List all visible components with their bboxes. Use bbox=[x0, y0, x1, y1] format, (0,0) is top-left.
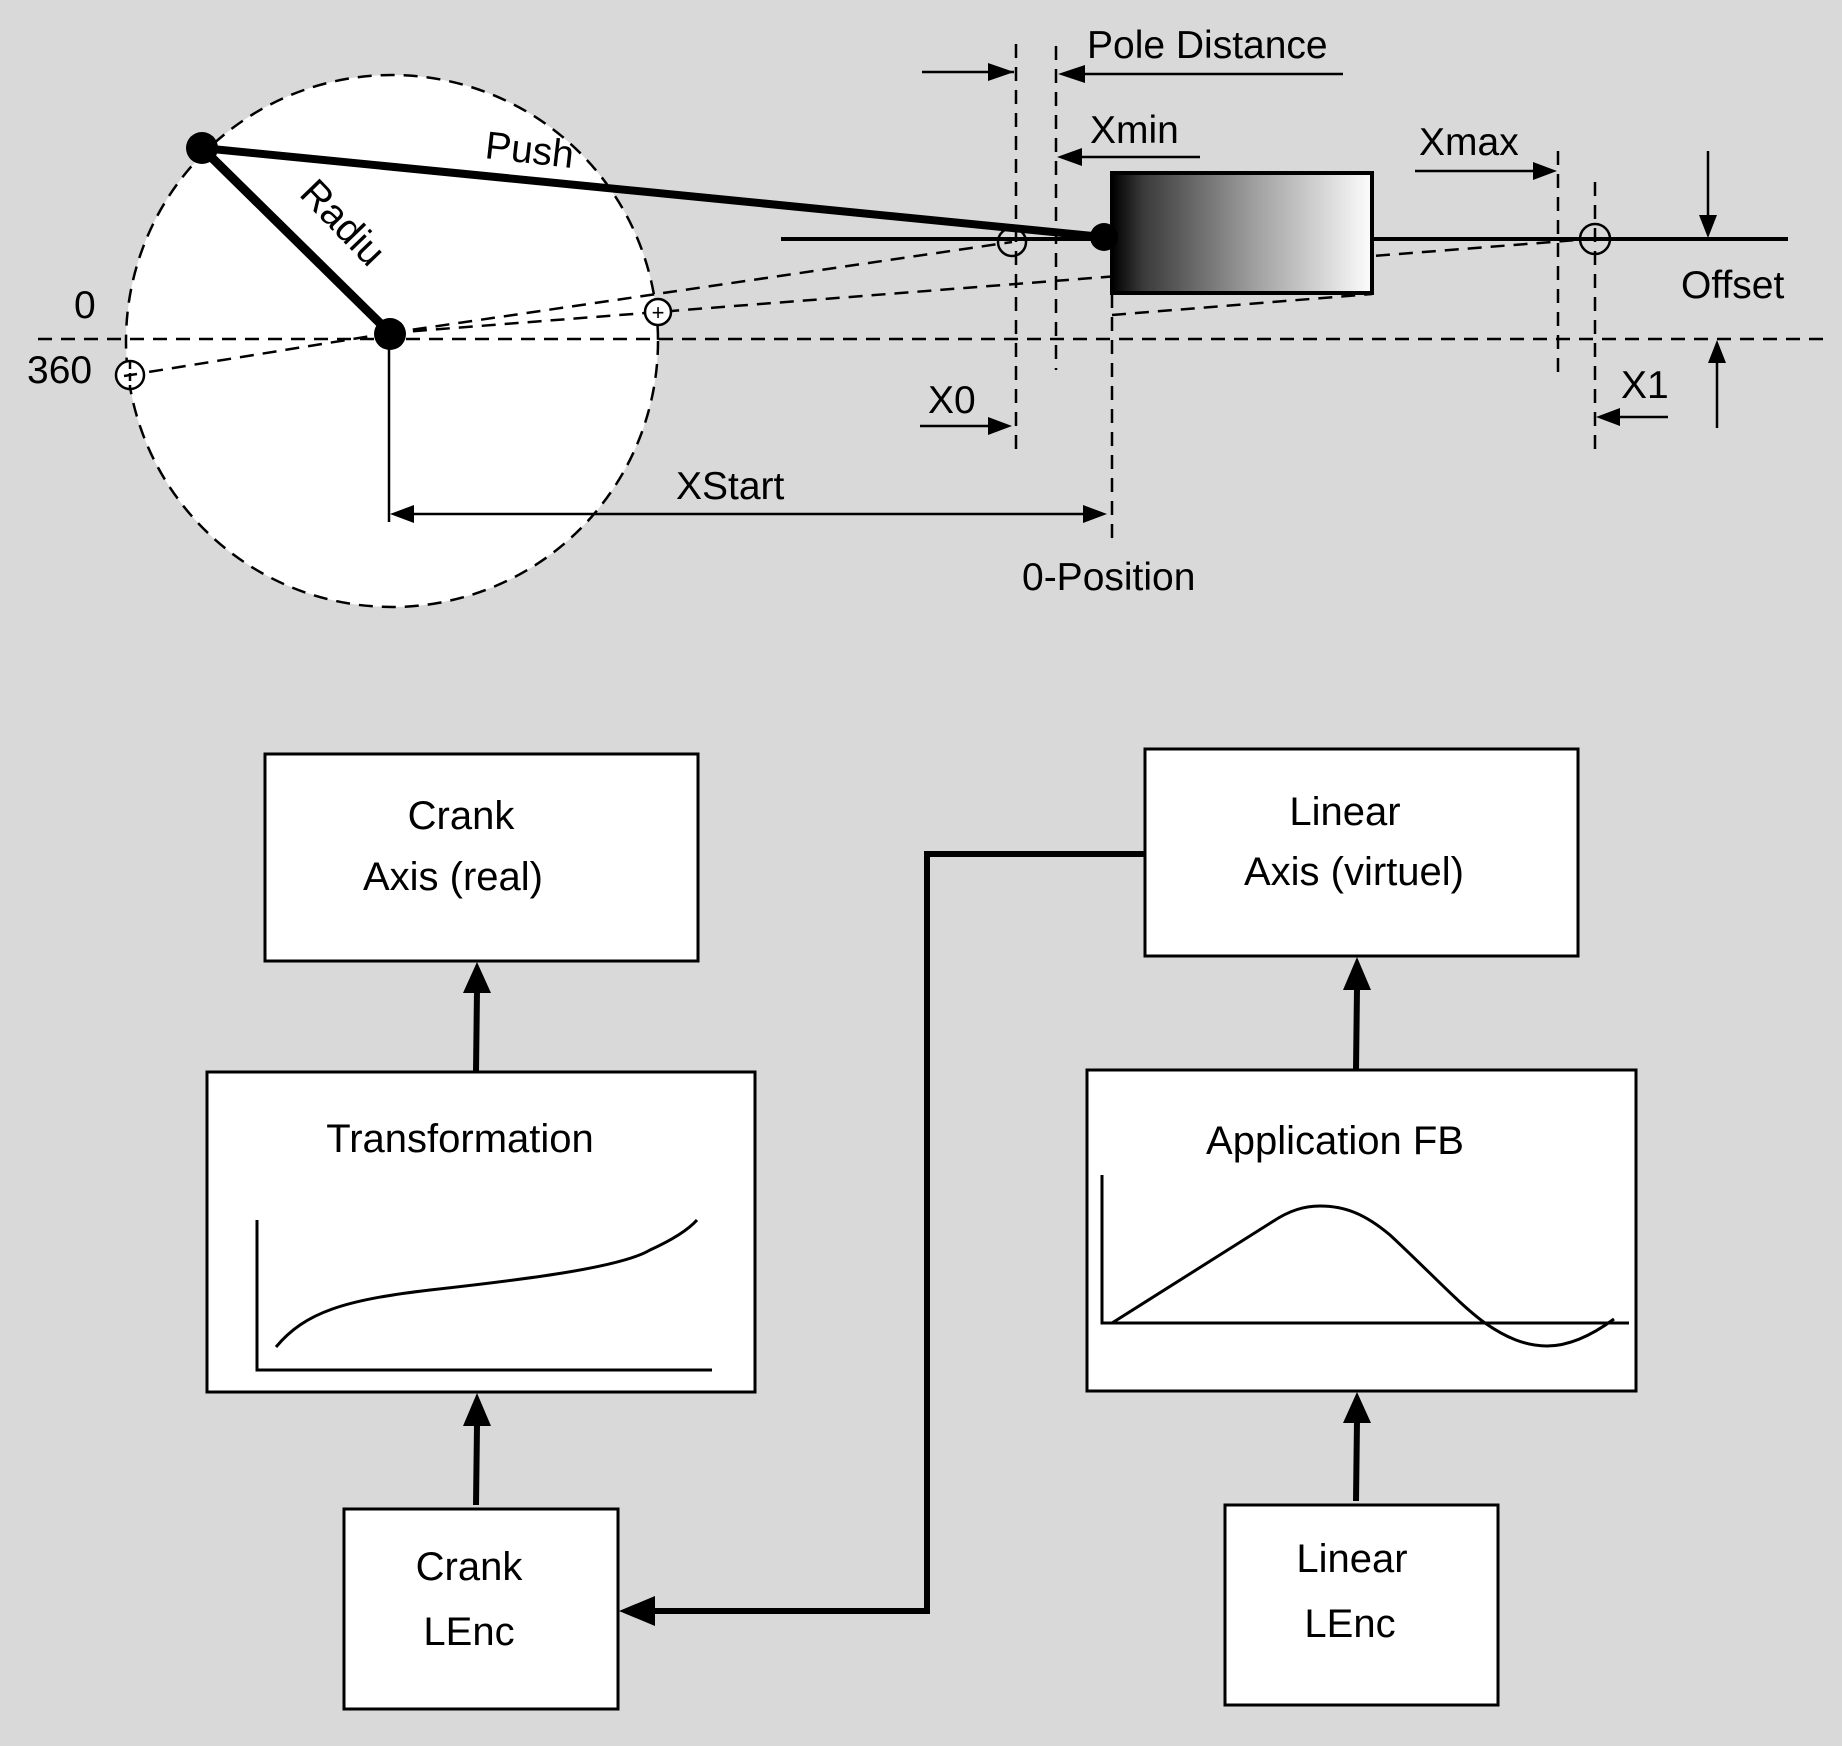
crank-axis-block[interactable]: Crank Axis (real) bbox=[263, 752, 700, 963]
plus-marker: + bbox=[643, 297, 673, 327]
xstart-arrowhead-left bbox=[390, 505, 414, 523]
linear-lenc-line2: LEnc bbox=[1304, 1602, 1395, 1646]
application-curve bbox=[1111, 1204, 1615, 1348]
offset-arrowhead-down bbox=[1699, 215, 1717, 238]
arrow-transformation-to-crank-axis bbox=[463, 962, 491, 1073]
zero-position-label: 0-Position bbox=[1022, 556, 1195, 599]
xmax-arrowhead bbox=[1533, 162, 1557, 180]
ray-over-block bbox=[1111, 292, 1373, 317]
transformation-plot-axes bbox=[255, 1220, 712, 1372]
angle-zero-label: 0 bbox=[74, 284, 96, 327]
xmin-arrowhead bbox=[1057, 148, 1082, 166]
x1-arrowhead bbox=[1596, 408, 1620, 426]
slider-block bbox=[1110, 171, 1374, 295]
block-diagram: Crank Axis (real) Transformation Crank L… bbox=[205, 747, 1638, 1711]
offset-label: Offset bbox=[1681, 264, 1784, 307]
crank-pin-joint bbox=[186, 132, 218, 164]
pole-distance-arrowhead-right bbox=[1058, 65, 1085, 83]
radius-arm bbox=[197, 143, 395, 338]
arrow-crank-lenc-to-transformation bbox=[463, 1393, 491, 1506]
ray-to-x1 bbox=[389, 237, 1591, 335]
pole-distance-label: Pole Distance bbox=[1087, 24, 1328, 67]
crank-mechanism: + Pole Distan bbox=[27, 24, 1830, 609]
x1-marker bbox=[1578, 222, 1612, 256]
linear-axis-line2: Axis (virtuel) bbox=[1244, 850, 1464, 894]
ray-to-360 bbox=[129, 331, 391, 377]
transformation-title: Transformation bbox=[326, 1117, 594, 1161]
arrow-linear-lenc-to-application bbox=[1343, 1392, 1371, 1502]
xstart-label: XStart bbox=[676, 465, 785, 508]
application-fb-block[interactable]: Application FB bbox=[1085, 1068, 1638, 1393]
xstart-arrowhead-right bbox=[1083, 505, 1107, 523]
crank-lenc-line2: LEnc bbox=[423, 1610, 514, 1654]
angle-360-label: 360 bbox=[27, 349, 92, 392]
offset-arrowhead-up bbox=[1708, 340, 1726, 363]
push-label: Push bbox=[483, 124, 576, 177]
arrow-application-to-linear-axis bbox=[1343, 957, 1371, 1071]
application-fb-title: Application FB bbox=[1206, 1119, 1464, 1163]
ray-to-x0 bbox=[389, 240, 1013, 335]
crank-lenc-line1: Crank bbox=[416, 1545, 524, 1589]
x0-arrowhead bbox=[988, 417, 1012, 435]
transformation-curve bbox=[274, 1218, 699, 1348]
push-rod bbox=[198, 144, 1107, 241]
x1-label: X1 bbox=[1621, 364, 1669, 407]
linear-lenc-block[interactable]: Linear LEnc bbox=[1223, 1503, 1500, 1707]
linear-lenc-line1: Linear bbox=[1296, 1537, 1407, 1581]
crank-lenc-block[interactable]: Crank LEnc bbox=[342, 1507, 620, 1711]
transformation-block[interactable]: Transformation bbox=[205, 1070, 757, 1394]
xmin-label: Xmin bbox=[1090, 109, 1179, 152]
minus-marker bbox=[114, 359, 146, 391]
plus-marker-sign: + bbox=[652, 300, 665, 325]
linear-axis-block[interactable]: Linear Axis (virtuel) bbox=[1143, 747, 1580, 958]
application-plot-axes bbox=[1100, 1175, 1629, 1325]
slider-joint bbox=[1090, 223, 1118, 251]
crank-axis-line2: Axis (real) bbox=[363, 855, 543, 899]
x0-marker bbox=[996, 226, 1028, 258]
connector-linear-axis-to-crank-lenc bbox=[619, 851, 1145, 1626]
linear-axis-line1: Linear bbox=[1289, 790, 1400, 834]
crank-axis-line1: Crank bbox=[408, 794, 516, 838]
pole-distance-arrowhead-left bbox=[988, 63, 1014, 81]
xmax-label: Xmax bbox=[1419, 121, 1519, 164]
x0-label: X0 bbox=[928, 379, 976, 422]
